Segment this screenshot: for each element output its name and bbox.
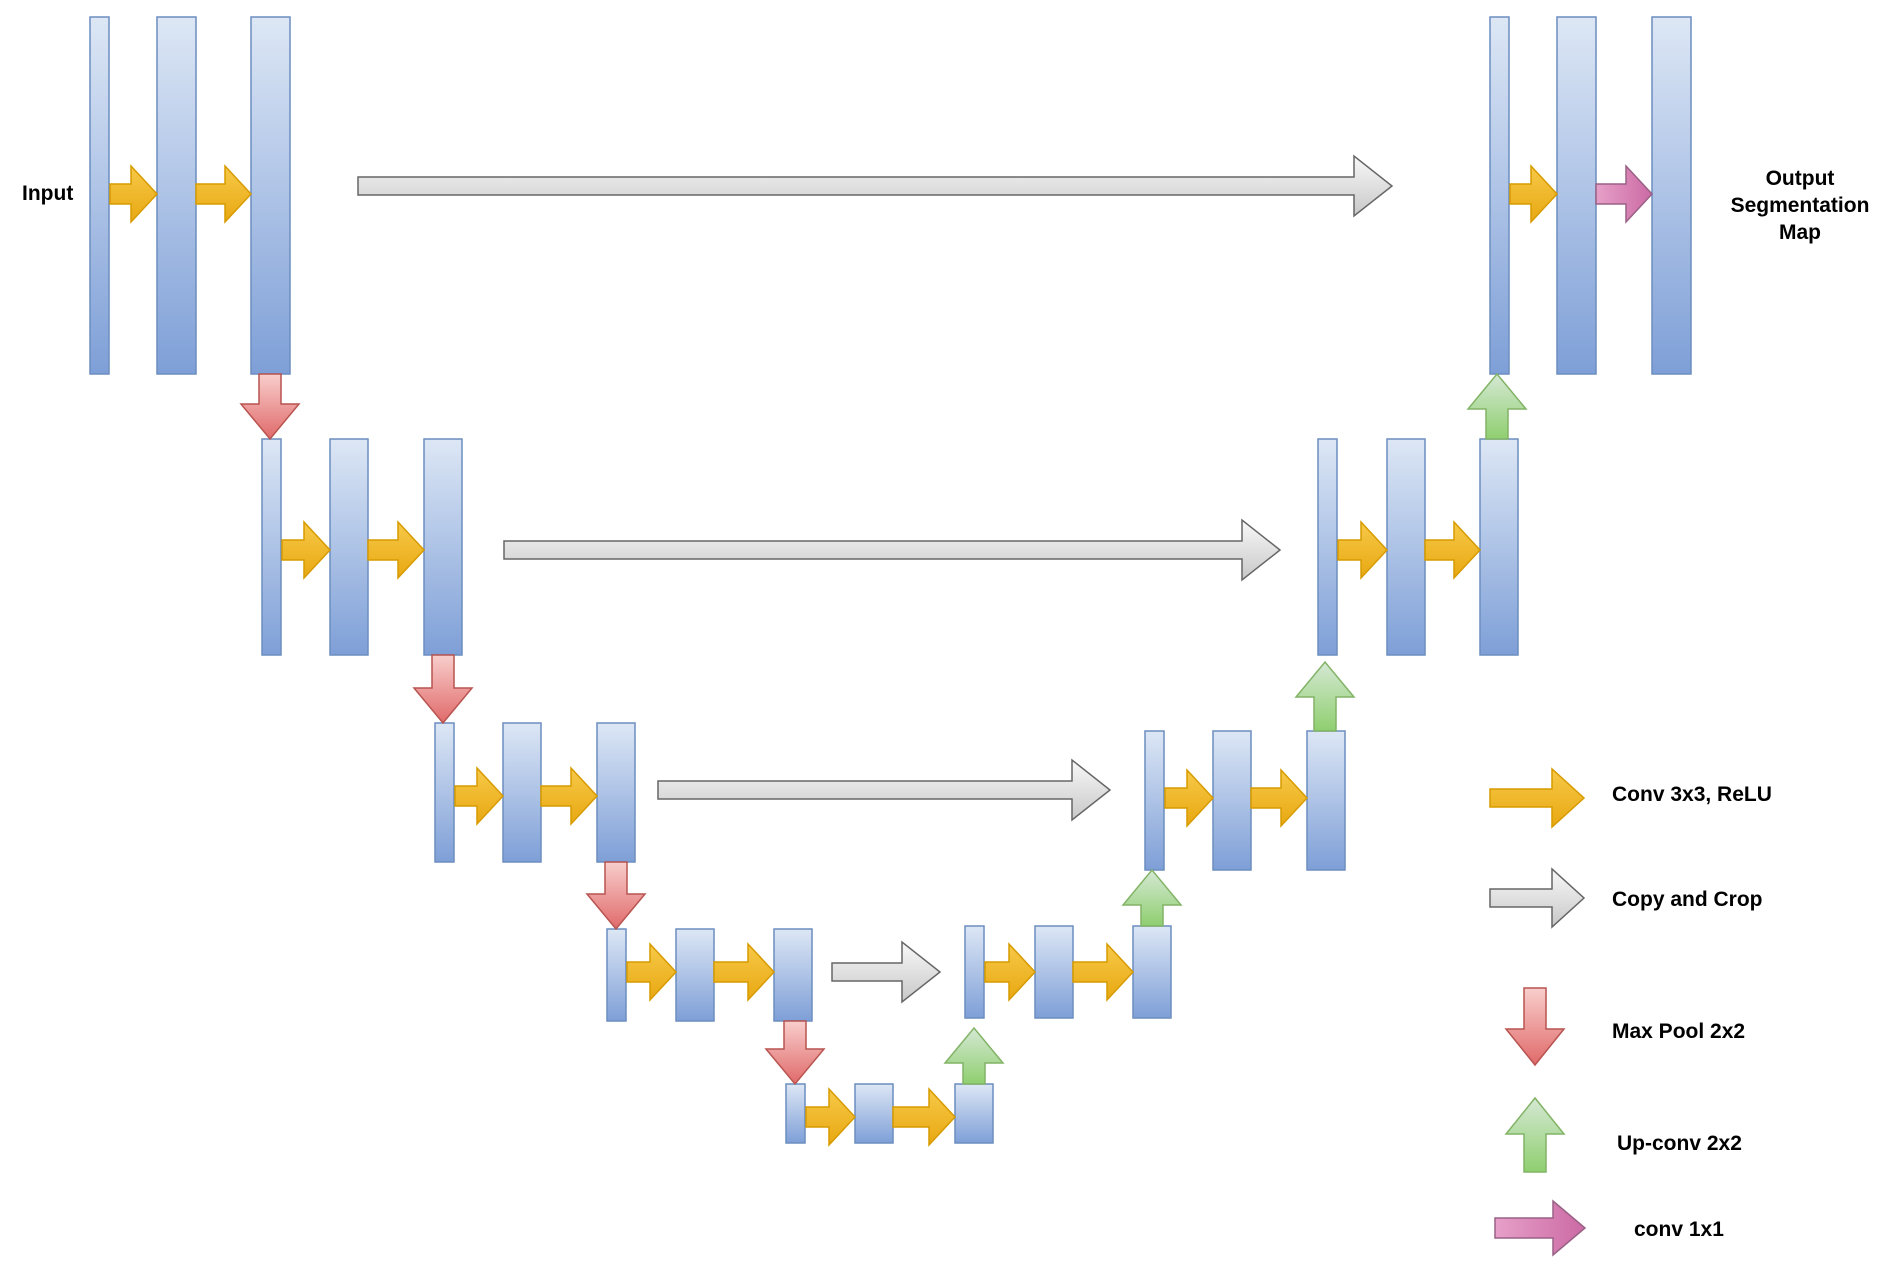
block-dec3-conv2 xyxy=(1306,730,1346,871)
block-bottleneck-in xyxy=(785,1083,806,1144)
block-enc1-conv2 xyxy=(250,16,291,375)
block-dec2-conv2 xyxy=(1479,438,1519,656)
copy-arrow-icon-level2 xyxy=(503,518,1282,582)
down-arrow-icon-l4 xyxy=(764,1020,826,1086)
block-dec3-in xyxy=(1144,730,1165,871)
block-enc3-conv1 xyxy=(502,722,542,863)
output-label: Output Segmentation Map xyxy=(1722,165,1878,246)
legend-label-copy: Copy and Crop xyxy=(1612,888,1763,911)
block-enc3-in xyxy=(434,722,455,863)
conv1x1-arrow-icon xyxy=(1595,164,1654,224)
copy-arrow-icon-level4 xyxy=(831,940,942,1004)
output-label-line-2: Segmentation xyxy=(1730,194,1870,217)
conv-arrow-icon-bott-b xyxy=(892,1087,957,1147)
legend-label-conv1x1: conv 1x1 xyxy=(1634,1218,1724,1241)
conv-arrow-icon-enc4-b xyxy=(713,942,776,1002)
block-enc4-conv2 xyxy=(773,928,813,1022)
block-enc3-conv2 xyxy=(596,722,636,863)
legend-label-conv: Conv 3x3, ReLU xyxy=(1612,783,1772,806)
conv-arrow-icon-dec2-a xyxy=(1337,520,1389,580)
block-dec4-conv1 xyxy=(1034,925,1074,1019)
down-arrow-icon-l1 xyxy=(239,373,301,441)
conv-arrow-icon-dec4-a xyxy=(984,942,1037,1002)
conv-arrow-icon-bott-a xyxy=(805,1087,857,1147)
up-arrow-icon-l3 xyxy=(1121,868,1183,927)
legend-conv-arrow-icon xyxy=(1489,767,1586,829)
down-arrow-icon-l3 xyxy=(585,861,647,931)
block-dec1-in xyxy=(1489,16,1510,375)
block-enc1-conv1 xyxy=(156,16,197,375)
block-dec3-conv1 xyxy=(1212,730,1252,871)
block-dec4-conv2 xyxy=(1132,925,1172,1019)
conv-arrow-icon-dec3-b xyxy=(1250,768,1309,828)
copy-arrow-icon-level1 xyxy=(357,154,1394,218)
down-arrow-icon-l2 xyxy=(412,654,474,725)
conv-arrow-icon-dec2-b xyxy=(1424,520,1482,580)
conv-arrow-icon-dec4-b xyxy=(1072,942,1135,1002)
up-arrow-icon-l4 xyxy=(943,1026,1005,1085)
block-dec4-in xyxy=(964,925,985,1019)
output-label-line-3: Map xyxy=(1779,221,1821,244)
block-bottleneck-conv1 xyxy=(854,1083,894,1144)
conv-arrow-icon-enc2-a xyxy=(281,520,332,580)
block-enc4-conv1 xyxy=(675,928,715,1022)
legend-copy-arrow-icon xyxy=(1489,867,1586,929)
legend-conv1x1-arrow-icon xyxy=(1494,1199,1587,1257)
conv-arrow-icon-enc3-b xyxy=(540,766,599,826)
conv-arrow-icon-enc1-b xyxy=(195,164,253,224)
block-dec1-conv1 xyxy=(1556,16,1597,375)
conv-arrow-icon-dec1-a xyxy=(1509,164,1559,224)
input-label: Input xyxy=(22,182,74,205)
block-enc1-input xyxy=(89,16,110,375)
conv-arrow-icon-enc2-b xyxy=(367,520,426,580)
copy-arrow-icon-level3 xyxy=(657,758,1112,822)
conv-arrow-icon-dec3-a xyxy=(1164,768,1215,828)
legend-down-arrow-icon xyxy=(1504,987,1566,1067)
output-label-line-1: Output xyxy=(1765,167,1835,190)
block-enc2-in xyxy=(261,438,282,656)
block-dec2-in xyxy=(1317,438,1338,656)
up-arrow-icon-l2 xyxy=(1294,660,1356,732)
block-enc2-conv1 xyxy=(329,438,369,656)
legend-label-pool: Max Pool 2x2 xyxy=(1612,1020,1746,1043)
conv-arrow-icon-enc4-a xyxy=(626,942,678,1002)
block-enc2-conv2 xyxy=(423,438,463,656)
conv-arrow-icon-enc1-a xyxy=(109,164,159,224)
block-bottleneck-conv2 xyxy=(954,1083,994,1144)
up-arrow-icon-l1 xyxy=(1466,372,1528,440)
conv-arrow-icon-enc3-a xyxy=(454,766,505,826)
block-dec1-conv2 xyxy=(1651,16,1692,375)
block-dec2-conv1 xyxy=(1386,438,1426,656)
block-enc4-in xyxy=(606,928,627,1022)
legend-up-arrow-icon xyxy=(1504,1096,1566,1173)
legend-label-upconv: Up-conv 2x2 xyxy=(1617,1132,1742,1155)
